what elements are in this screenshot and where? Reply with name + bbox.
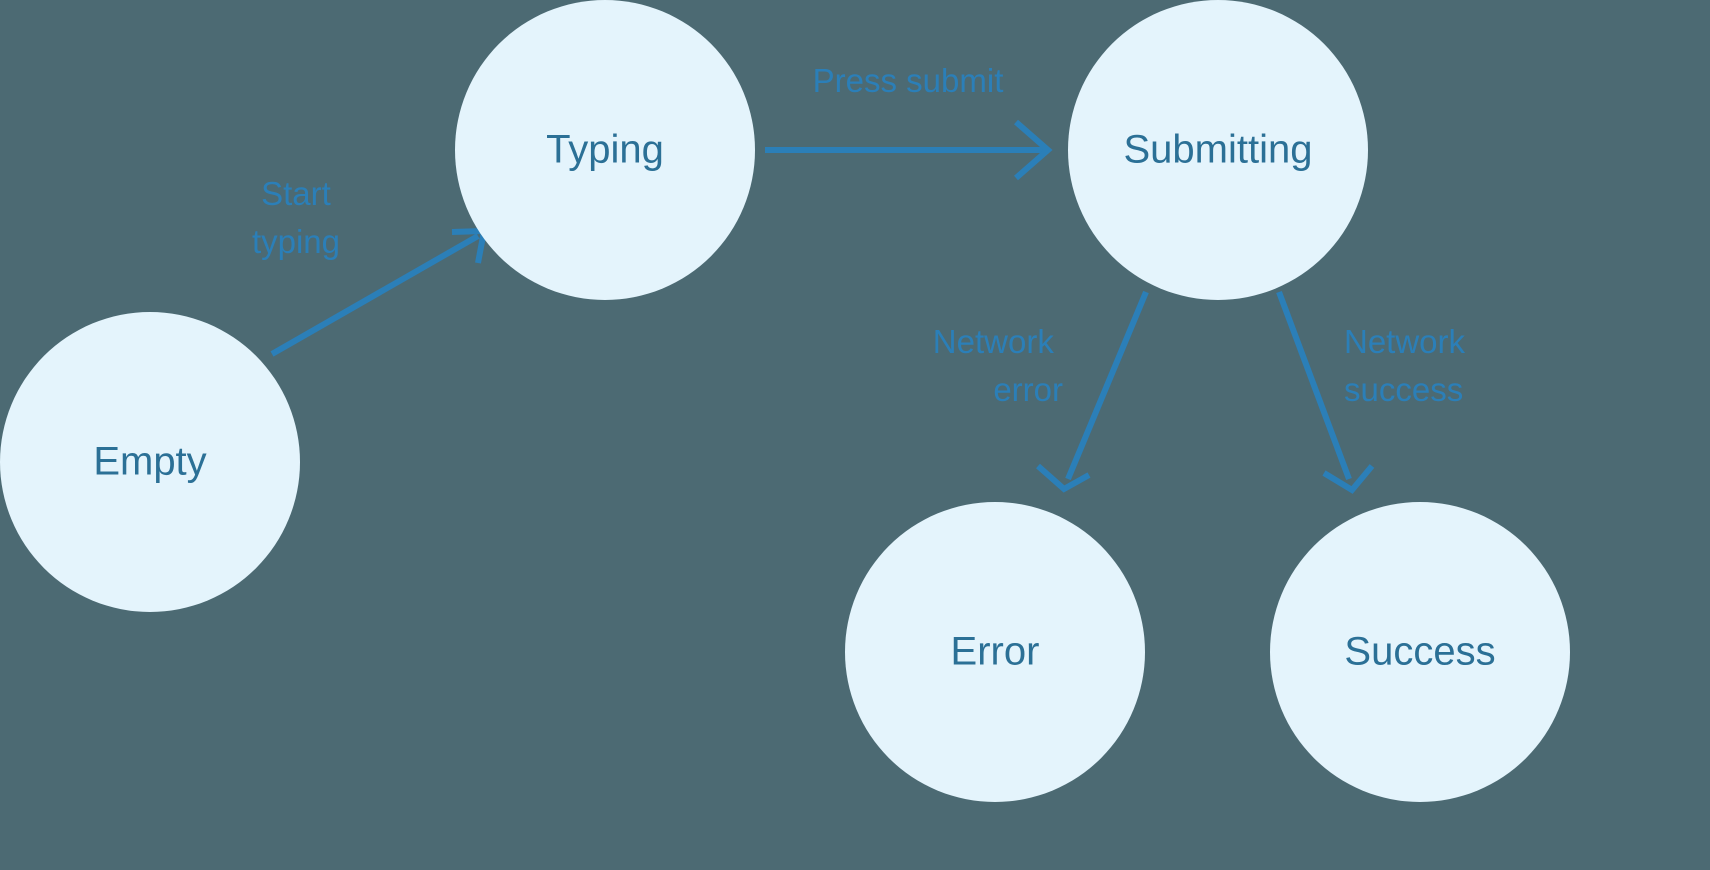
edge-label-submitting-to-success: Network success [1344,323,1474,408]
node-empty[interactable]: Empty [0,312,300,612]
node-typing[interactable]: Typing [455,0,755,300]
node-submitting[interactable]: Submitting [1068,0,1368,300]
edge-line-submitting-to-success [1276,290,1352,481]
edge-label-empty-to-typing: Start typing [252,175,340,260]
node-label-submitting: Submitting [1124,128,1313,172]
edge-label-line: success [1344,371,1463,408]
edge-label-line: typing [252,223,340,260]
edge-label-line: Network [933,323,1055,360]
edge-submitting-to-error[interactable] [1036,290,1149,493]
node-label-typing: Typing [546,128,664,172]
node-label-error: Error [951,630,1040,674]
edge-typing-to-submitting[interactable] [765,119,1053,181]
node-circle-submitting [1068,0,1368,300]
node-circle-empty [0,312,300,612]
edge-label-typing-to-submitting: Press submit [813,62,1004,99]
node-label-empty: Empty [93,440,206,484]
edge-label-line: Start [261,175,331,212]
node-circle-error [845,502,1145,802]
edge-submitting-to-success[interactable] [1276,290,1375,494]
node-success[interactable]: Success [1270,502,1570,802]
arrowhead-typing-to-submitting [1014,119,1053,181]
edge-label-submitting-to-error: Network error [933,323,1063,408]
node-label-success: Success [1344,630,1495,674]
arrowhead-submitting-to-success [1322,464,1375,494]
edge-line-empty-to-typing [270,233,480,357]
edge-label-line: error [993,371,1063,408]
edge-label-line: Press submit [813,62,1004,99]
arrowhead-submitting-to-error [1036,463,1091,493]
edge-label-line: Network [1344,323,1466,360]
node-circle-success [1270,502,1570,802]
node-error[interactable]: Error [845,502,1145,802]
edge-line-submitting-to-error [1065,290,1149,481]
node-circle-typing [455,0,755,300]
